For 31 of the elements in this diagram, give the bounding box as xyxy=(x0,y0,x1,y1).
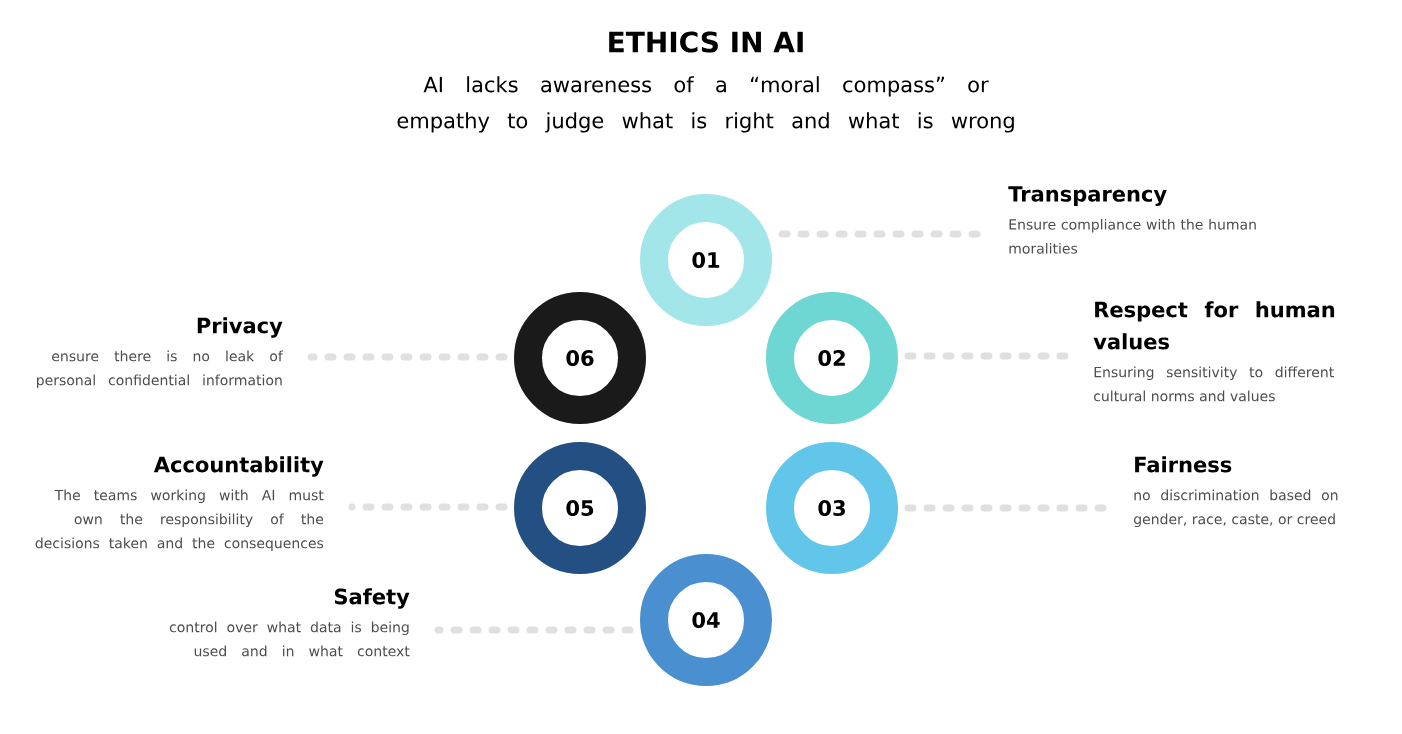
subtitle: AI lacks awareness of a “moral compass” or empathy to judge what is right and what is wrong xyxy=(397,76,1014,133)
principle-heading: Accountability xyxy=(153,456,324,477)
principle-description: control over what data is being used and in what context xyxy=(169,621,410,657)
principle-description: Ensure compliance with the human moralities xyxy=(1009,218,1256,254)
ring xyxy=(640,194,772,326)
ring-number: 03 xyxy=(818,500,845,516)
dotted-connector xyxy=(904,504,1109,512)
ring xyxy=(766,442,898,574)
dotted-connector xyxy=(904,352,1069,360)
ring-number: 06 xyxy=(566,350,594,366)
principle-heading: Transparency xyxy=(1008,186,1167,207)
ring xyxy=(514,292,646,424)
dotted-connector xyxy=(307,353,508,361)
dotted-connector xyxy=(434,626,634,634)
principle-heading: Fairness xyxy=(1135,456,1232,473)
ring xyxy=(766,292,898,424)
principle-heading: Safety xyxy=(334,588,410,609)
ring-number: 04 xyxy=(692,612,720,628)
principle-description: no discrimination based on gender, race, caste, or creed xyxy=(1134,489,1338,528)
ring xyxy=(640,554,772,686)
ring xyxy=(514,442,646,574)
title: ETHICS IN AI xyxy=(609,31,803,53)
principle-description: The teams working with AI must own the responsibility of the decisions taken and the consequences xyxy=(35,489,324,552)
ring-number: 05 xyxy=(566,500,594,516)
principle-description: ensure there is no leak of personal confidential information xyxy=(37,350,284,389)
principle-heading: Privacy xyxy=(197,317,283,338)
principle-heading: Respect for human values xyxy=(1093,301,1335,350)
dotted-connector xyxy=(348,503,508,511)
ring-number: 01 xyxy=(692,252,720,268)
ring-number: 02 xyxy=(818,350,845,366)
principle-description: Ensuring sensitivity to different cultural norms and values xyxy=(1094,366,1334,402)
